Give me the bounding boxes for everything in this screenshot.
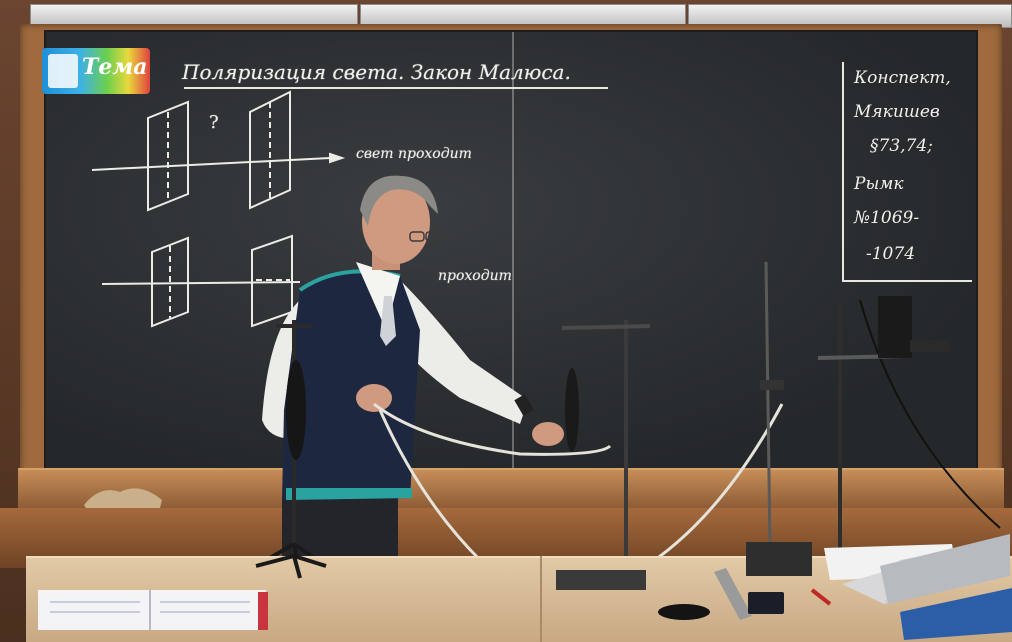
homework-line: Рымк xyxy=(854,174,904,194)
note-passes: проходит xyxy=(438,268,512,284)
logo-emblem-icon xyxy=(48,54,78,88)
stand-leg xyxy=(255,554,295,568)
homework-line: №1069- xyxy=(854,208,920,228)
board-title: Поляризация света. Закон Малюса. xyxy=(182,60,571,84)
polarizer-diagram-bottom xyxy=(101,234,301,328)
homework-line: Конспект, xyxy=(854,68,951,88)
homework-line: Мякишев xyxy=(854,102,940,122)
lesson-logo: Тема xyxy=(42,48,150,94)
lab-stand-base xyxy=(746,542,812,576)
marker-icon xyxy=(810,588,832,606)
question-mark: ? xyxy=(209,112,219,133)
board-divider-line xyxy=(512,32,514,468)
homework-box: Конспект, Мякишев §73,74; Рымк №1069- -1… xyxy=(842,62,972,282)
ruler-icon xyxy=(714,568,752,620)
teacher xyxy=(262,175,564,558)
folder-icon xyxy=(900,588,1012,640)
note-light-passes: свет проходит xyxy=(356,146,472,162)
cable xyxy=(373,402,612,456)
homework-line: -1074 xyxy=(866,244,916,264)
rag xyxy=(84,488,162,508)
homework-line: §73,74; xyxy=(870,136,933,156)
polarizer-disk-icon xyxy=(658,604,710,620)
laptop-icon xyxy=(842,534,1010,604)
logo-text: Тема xyxy=(82,54,148,80)
calculator-icon xyxy=(748,592,784,614)
notebook-icon xyxy=(38,590,268,630)
stand-leg xyxy=(293,554,327,568)
cable xyxy=(859,299,1001,529)
table-seam xyxy=(540,556,542,642)
polarizer-diagram-top xyxy=(91,90,346,212)
lab-stand-base xyxy=(556,570,646,590)
stand-leg xyxy=(292,555,302,579)
